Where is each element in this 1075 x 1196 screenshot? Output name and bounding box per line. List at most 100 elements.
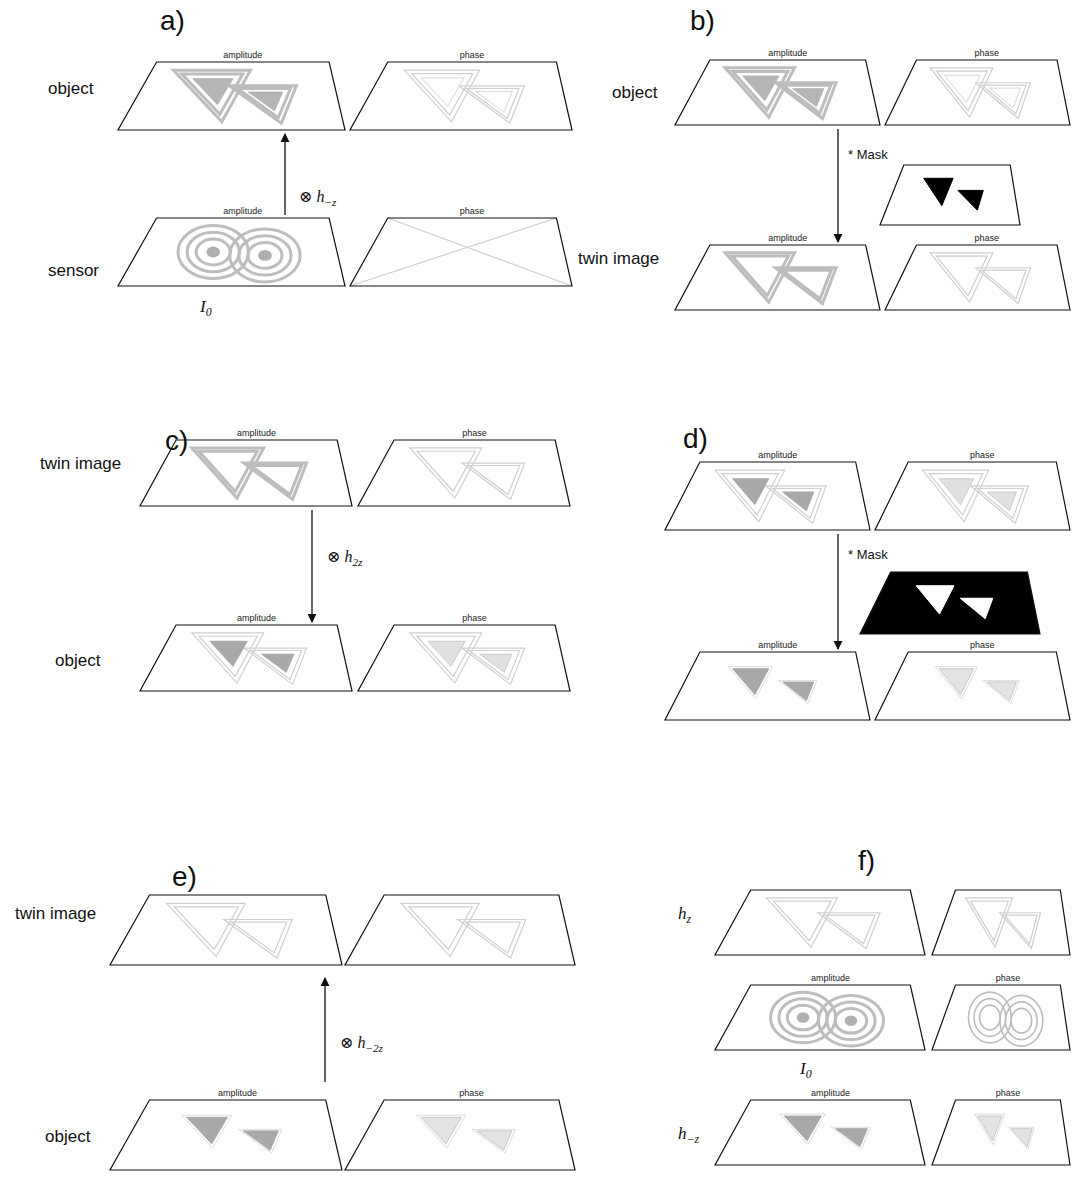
plane-outline	[875, 462, 1070, 530]
triangle-shape	[192, 633, 264, 683]
triangle-shape	[939, 479, 973, 505]
image-plane: amplitude	[665, 652, 870, 720]
edge-label: * Mask	[846, 148, 890, 162]
plane-shape	[715, 985, 925, 1050]
image-plane: phase	[885, 60, 1070, 125]
triangle-shape	[732, 256, 788, 296]
triangle-shape	[243, 1131, 278, 1150]
triangle-shape	[836, 1129, 868, 1147]
plane-outline	[860, 572, 1040, 634]
image-plane: amplitude	[715, 985, 925, 1050]
triangle-shape	[930, 68, 993, 117]
triangle-shape	[987, 492, 1017, 511]
plane-heading: phase	[908, 451, 1056, 461]
triangle-shape	[783, 682, 814, 701]
triangle-shape	[929, 474, 983, 515]
plane-heading: phase	[388, 207, 557, 217]
image-plane: phase	[350, 218, 572, 286]
triangle-shape	[459, 86, 525, 123]
triangle-shape	[936, 71, 987, 111]
triangle-shape	[167, 903, 246, 956]
triangle-shape	[966, 898, 1013, 947]
triangle-shape	[960, 598, 993, 618]
plane-shape	[932, 985, 1070, 1050]
plane-shape	[110, 1100, 342, 1170]
triangle-shape	[192, 448, 264, 498]
triangle-shape	[182, 74, 243, 114]
image-plane: amplitude	[140, 625, 352, 691]
plane-outline	[932, 985, 1070, 1050]
triangle-shape	[199, 451, 257, 491]
triangle-shape	[262, 654, 294, 672]
triangle-shape	[982, 270, 1026, 299]
edge-label: ⊗ h−z	[297, 188, 338, 208]
plane-shape	[885, 245, 1070, 310]
triangle-shape	[825, 915, 875, 944]
fringe-ring	[1011, 1008, 1032, 1033]
triangle-shape	[939, 669, 973, 695]
panel-letter: a)	[160, 6, 185, 37]
fringe-ring	[835, 1008, 867, 1033]
image-plane: phase	[358, 625, 570, 691]
plane-outline	[715, 890, 925, 955]
panel-letter: e)	[172, 862, 197, 893]
image-plane: phase	[885, 245, 1070, 310]
triangle-shape	[1008, 1127, 1034, 1149]
fringe-dot	[845, 1016, 858, 1026]
triangle-shape	[462, 463, 525, 499]
fringe-ring	[196, 239, 230, 265]
triangle-shape	[733, 669, 769, 695]
panel-letter: c)	[165, 426, 188, 457]
panel-letter: b)	[690, 6, 715, 37]
plane-heading: amplitude	[157, 207, 330, 217]
plane-outline	[875, 652, 1070, 720]
plane-outline	[140, 625, 352, 691]
triangle-shape	[766, 898, 837, 947]
triangle-shape	[743, 76, 779, 101]
plane-outline	[110, 895, 342, 965]
fringe-ring	[980, 1005, 1001, 1030]
plane-shape	[885, 60, 1070, 125]
triangle-shape	[971, 486, 1029, 523]
plane-outline	[932, 890, 1070, 955]
plane-shape	[350, 62, 572, 130]
plane-heading: phase	[394, 429, 555, 439]
triangle-shape	[410, 633, 482, 683]
phase-line	[388, 218, 572, 286]
plane-outline	[118, 62, 345, 130]
triangle-shape	[780, 1114, 825, 1145]
image-plane: phase	[875, 652, 1070, 720]
image-plane: amplitude	[675, 245, 880, 310]
plane-shape	[675, 245, 880, 310]
plane-heading: amplitude	[710, 234, 866, 244]
plane-heading: amplitude	[157, 51, 330, 61]
math-label: I0	[800, 1060, 812, 1081]
triangle-shape	[251, 651, 302, 680]
image-plane: amplitude	[675, 60, 880, 125]
triangle-shape	[229, 86, 296, 123]
plane-outline	[885, 60, 1070, 125]
panel-letter: f)	[858, 846, 875, 877]
triangle-shape	[776, 83, 837, 119]
triangle-shape	[924, 178, 953, 205]
row-label: object	[612, 84, 657, 103]
triangle-shape	[773, 901, 831, 941]
plane-outline	[665, 462, 870, 530]
fringe-ring	[239, 236, 291, 275]
triangle-shape	[978, 1116, 1002, 1141]
image-plane: phase	[875, 462, 1070, 530]
fringe-ring	[827, 1002, 875, 1040]
triangle-shape	[778, 681, 816, 704]
triangle-shape	[187, 1117, 228, 1144]
fringe-ring	[1000, 995, 1043, 1046]
triangle-shape	[480, 654, 512, 672]
plane-outline	[675, 60, 880, 125]
triangle-shape	[776, 268, 837, 304]
triangle-shape	[421, 1117, 462, 1144]
phase-line	[350, 218, 556, 286]
triangle-shape	[199, 636, 257, 676]
plane-outline	[118, 218, 345, 286]
triangle-shape	[472, 1129, 515, 1153]
plane-outline	[358, 625, 570, 691]
